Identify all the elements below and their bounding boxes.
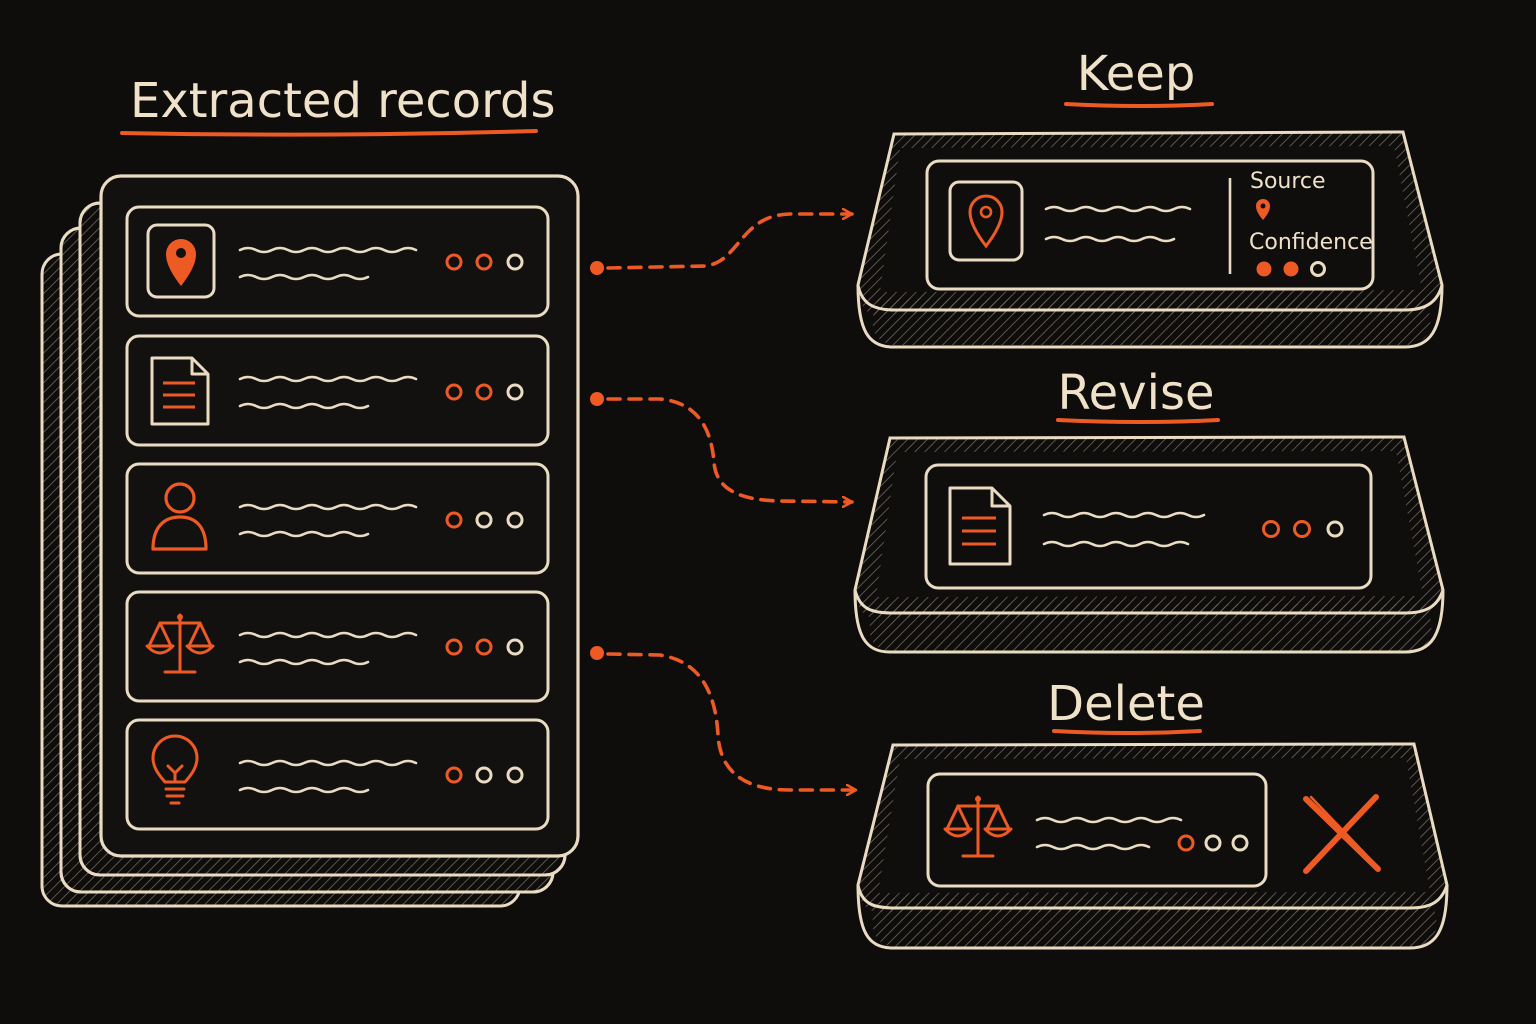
scales-icon [943,795,1013,858]
records-panel: Extracted records [40,73,580,908]
record-text-placeholder [1035,816,1183,851]
status-dots [445,511,524,529]
status-dots [1262,520,1344,538]
record-row[interactable] [125,205,550,318]
records-title-underline [120,129,538,137]
source-label: Source [1250,169,1326,194]
record-row[interactable] [125,718,550,831]
record-text-placeholder [238,246,418,281]
status-dots [445,766,524,784]
confidence-label: Confidence [1249,230,1373,255]
records-sheet [99,174,580,858]
status-dots [1177,834,1249,852]
revise-bin[interactable]: Revise [853,365,1445,654]
map-pin-icon [948,180,1024,262]
connector-origin-dot [590,646,604,660]
delete-bin[interactable]: Delete [856,676,1449,950]
record-text-placeholder [238,631,418,666]
keep-bin[interactable]: Keep Source Confidence [856,46,1444,349]
record-row[interactable] [125,462,550,575]
record-text-placeholder [238,759,418,794]
person-icon [151,482,208,551]
record-row[interactable] [125,334,550,447]
document-icon [150,356,210,426]
record-text-placeholder [1044,205,1192,243]
record-row[interactable] [125,590,550,703]
records-title: Extracted records [130,73,556,129]
connector-origin-dot [590,392,604,406]
lightbulb-icon [151,734,199,805]
record-text-placeholder [238,375,418,410]
map-pin-icon [146,223,216,299]
arrow-to-keep [606,214,854,270]
connector-origin-dot [590,261,604,275]
delete-title: Delete [1047,676,1205,732]
arrow-to-delete [606,652,858,790]
x-icon[interactable] [1303,794,1381,874]
keep-title: Keep [1077,46,1196,102]
record-text-placeholder [238,503,418,538]
revise-title: Revise [1057,365,1214,421]
keep-title-underline [1064,102,1214,108]
delete-title-underline [1052,729,1202,735]
status-dots [445,253,524,271]
record-text-placeholder [1042,511,1206,548]
source-pin-icon [1256,199,1270,220]
status-dots [445,638,524,656]
confidence-dots [1256,261,1326,277]
revise-title-underline [1056,418,1220,424]
scales-icon [145,613,215,674]
document-icon [948,486,1012,566]
arrow-to-revise [606,397,854,502]
status-dots [445,383,524,401]
connectors [590,214,858,790]
